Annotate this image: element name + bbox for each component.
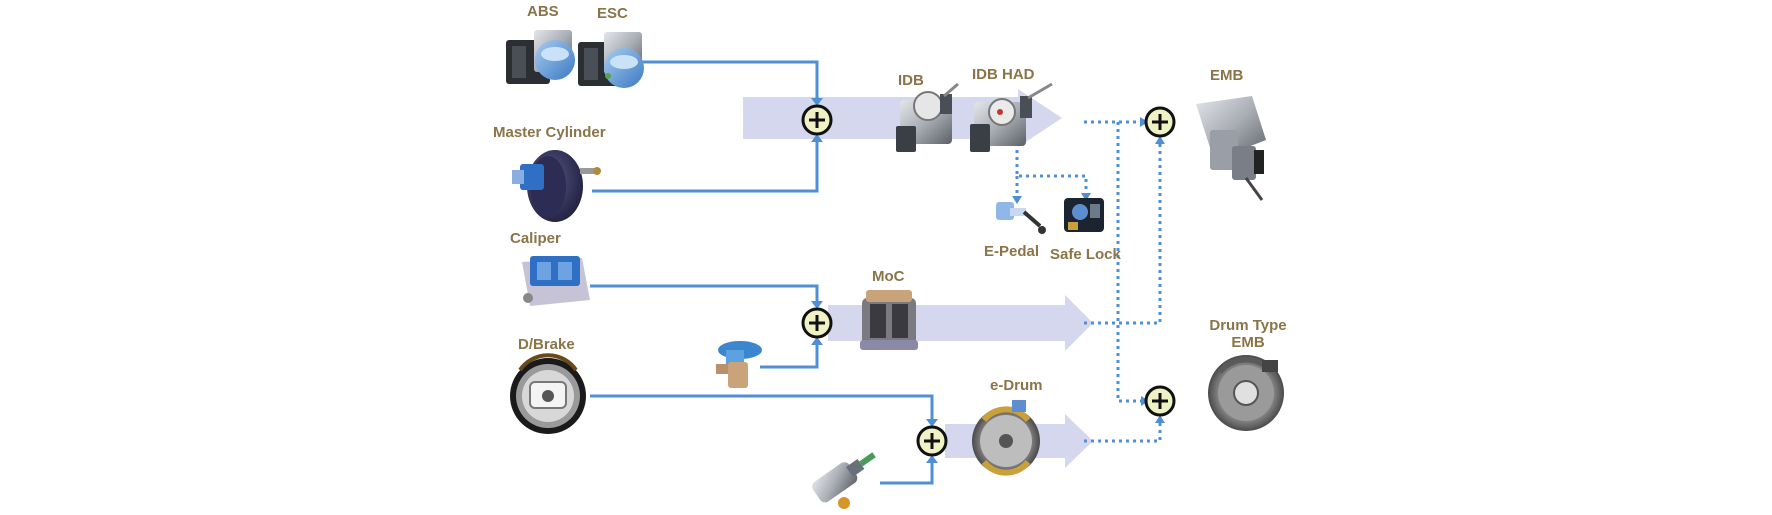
edrum-motor-image	[812, 452, 876, 509]
drum-type-emb-image	[1208, 355, 1284, 431]
label-drum-type-emb: Drum Type EMB	[1203, 317, 1293, 351]
dotted-arrowheads	[1012, 117, 1165, 423]
label-d-brake: D/Brake	[518, 336, 575, 353]
moc-motor-image	[716, 341, 762, 388]
abs-module-image	[506, 30, 575, 84]
label-e-pedal: E-Pedal	[984, 243, 1040, 260]
connector-motor-to-combine	[760, 339, 819, 369]
moc-caliper-image	[860, 290, 918, 350]
label-idb: IDB	[898, 72, 924, 89]
label-master-cylinder: Master Cylinder	[493, 124, 606, 141]
dotted-moc-to-emb	[1084, 140, 1162, 325]
label-caliper: Caliper	[510, 230, 561, 247]
solid-arrowheads	[811, 98, 938, 463]
connector-dbrake-to-combine	[590, 394, 934, 425]
dotted-idb-trunk	[1116, 122, 1145, 403]
idb-image	[896, 82, 959, 152]
e-pedal-image	[996, 202, 1046, 234]
label-e-drum: e-Drum	[990, 377, 1043, 394]
combine-node-moc	[801, 307, 833, 339]
safe-lock-image	[1064, 198, 1104, 232]
solid-connectors	[590, 60, 934, 485]
label-safe-lock: Safe Lock	[1050, 246, 1121, 263]
combine-node-edrum	[916, 425, 948, 457]
connector-caliper-to-combine	[590, 284, 819, 307]
label-idb-had: IDB HAD	[972, 66, 1035, 83]
label-drum-type-emb-line2: EMB	[1231, 334, 1265, 351]
caliper-image	[522, 256, 590, 306]
dotted-idbhad-down	[1015, 143, 1088, 196]
idb-had-image	[970, 82, 1053, 152]
label-abs: ABS	[527, 3, 559, 20]
combine-node-drum-emb	[1144, 385, 1176, 417]
label-drum-type-emb-line1: Drum Type	[1209, 317, 1287, 334]
label-moc: MoC	[872, 268, 905, 285]
esc-module-image	[578, 32, 644, 88]
combine-node-hydraulic	[801, 104, 833, 136]
drum-brake-image	[510, 353, 586, 434]
dotted-edrum-to-drum-emb	[1084, 419, 1162, 443]
edrum-image	[972, 400, 1040, 476]
connector-esc-to-combine	[640, 60, 819, 104]
label-emb: EMB	[1210, 67, 1244, 84]
label-esc: ESC	[597, 5, 628, 22]
combine-node-emb	[1144, 106, 1176, 138]
emb-image	[1196, 96, 1266, 201]
master-cylinder-image	[512, 150, 601, 222]
connector-mc-to-combine	[592, 136, 819, 193]
dotted-connectors	[1015, 120, 1162, 443]
connector-motor2-to-combine	[880, 457, 934, 485]
